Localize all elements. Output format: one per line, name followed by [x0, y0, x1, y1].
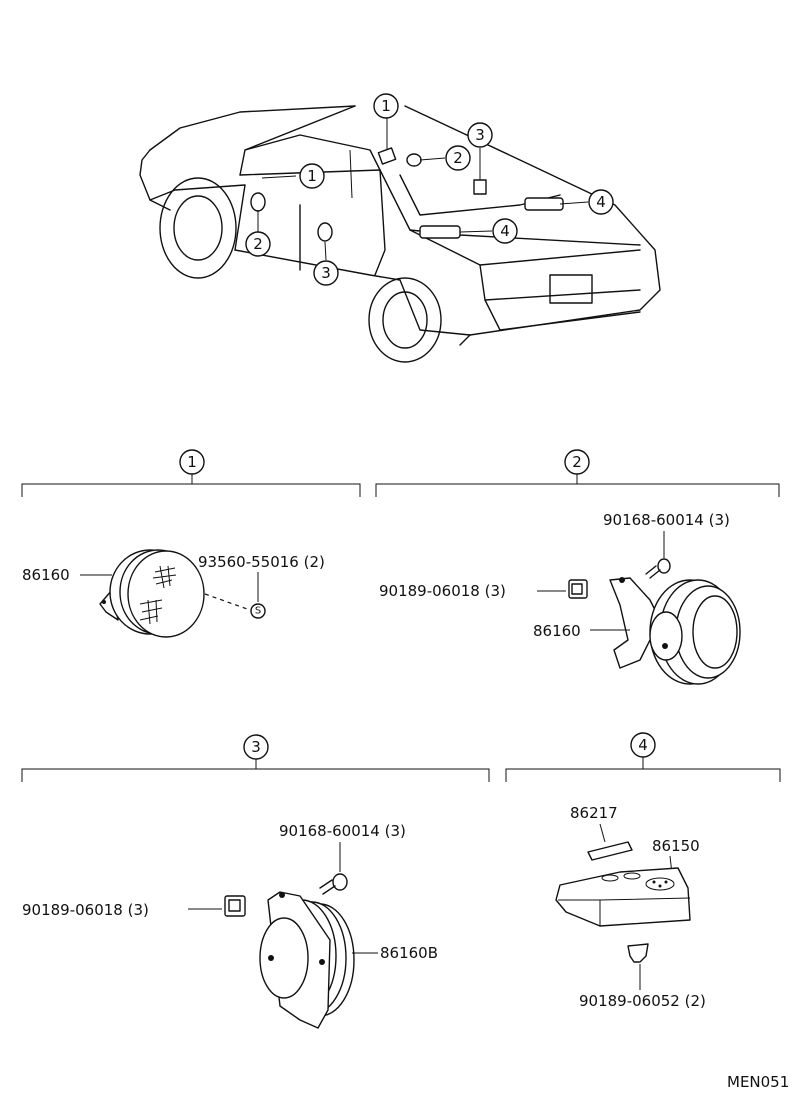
- callout-number: 1: [307, 167, 317, 185]
- car-callout-2-rear: 2: [445, 145, 471, 171]
- section-2-bolt-label: 90168-60014 (3): [603, 511, 730, 529]
- section-4-clip-label: 90189-06052 (2): [579, 992, 706, 1010]
- callout-number: 4: [500, 222, 510, 240]
- section-2-bolt: [645, 558, 671, 579]
- section-number: 1: [187, 453, 197, 471]
- car-callout-4-right: 4: [588, 189, 614, 215]
- car-callout-1-top: 1: [373, 93, 399, 119]
- screw-dashed-line: [204, 593, 251, 611]
- leader-line: [599, 823, 606, 843]
- section-1-screw-label: 93560-55016 (2): [198, 553, 325, 571]
- callout-number: 2: [453, 149, 463, 167]
- section-4-header: 4: [505, 732, 781, 782]
- section-4-grille-label: 86217: [570, 804, 618, 822]
- section-number: 3: [251, 738, 261, 756]
- section-3-speaker-label: 86160B: [380, 944, 438, 962]
- section-3-bolt-label: 90168-60014 (3): [279, 822, 406, 840]
- section-3-speaker: [259, 891, 355, 1029]
- section-2-header: 2: [375, 449, 780, 497]
- section-1-speaker: [99, 549, 205, 638]
- section-4-clip: [627, 943, 649, 963]
- car-callout-1-side: 1: [299, 163, 325, 189]
- section-4-speaker-label: 86150: [652, 837, 700, 855]
- car-illustration: [139, 105, 661, 363]
- section-2-speaker: [609, 577, 741, 685]
- section-4-grille: [587, 841, 633, 861]
- section-3-clip: [224, 895, 246, 917]
- screw-s-icon: S: [250, 603, 266, 619]
- section-3-bolt: [319, 873, 348, 895]
- section-3-header: 3: [21, 734, 490, 782]
- section-2-speaker-label: 86160: [533, 622, 581, 640]
- section-3-clip-label: 90189-06018 (3): [22, 901, 149, 919]
- diagram-code: MEN051: [727, 1073, 789, 1091]
- svg-text:S: S: [255, 606, 261, 617]
- section-4-speaker: [555, 867, 691, 927]
- section-2-clip: [568, 579, 588, 599]
- section-number: 4: [638, 736, 648, 754]
- callout-number: 4: [596, 193, 606, 211]
- section-number: 2: [572, 453, 582, 471]
- section-1-speaker-label: 86160: [22, 566, 70, 584]
- callout-number: 2: [253, 235, 263, 253]
- section-2-clip-label: 90189-06018 (3): [379, 582, 506, 600]
- car-callout-3-door: 3: [313, 260, 339, 286]
- car-callout-2-door: 2: [245, 231, 271, 257]
- callout-number: 3: [475, 126, 485, 144]
- callout-number: 3: [321, 264, 331, 282]
- car-callout-3-top: 3: [467, 122, 493, 148]
- car-callout-4-left: 4: [492, 218, 518, 244]
- callout-number: 1: [381, 97, 391, 115]
- section-1-header: 1: [21, 449, 361, 497]
